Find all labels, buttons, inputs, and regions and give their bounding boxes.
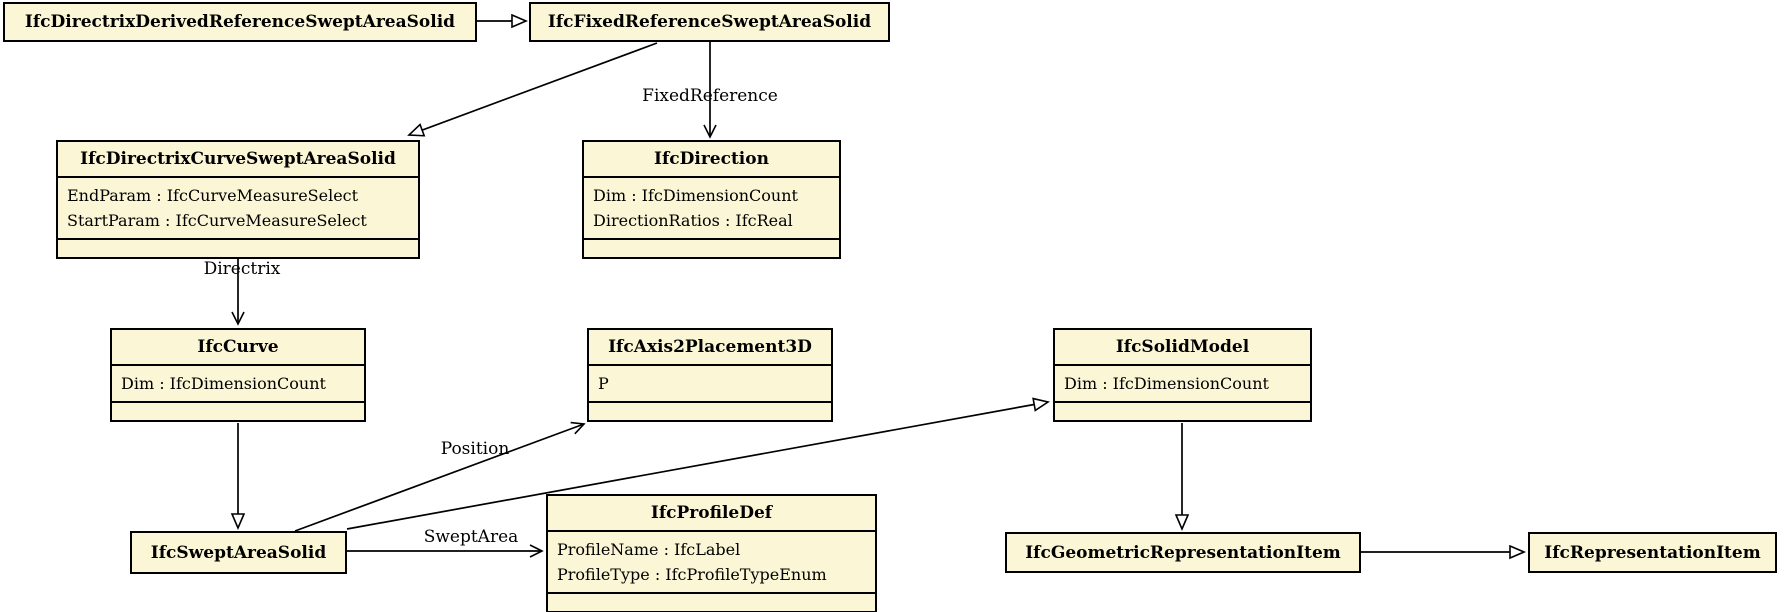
class-title: IfcAxis2Placement3D <box>608 337 812 357</box>
attribute: Dim : IfcDimensionCount <box>121 374 326 393</box>
class-title: IfcDirectrixCurveSweptAreaSolid <box>80 149 396 169</box>
class-box-ifcgeometricrepresentationitem[interactable]: IfcGeometricRepresentationItem <box>1005 532 1361 573</box>
class-title: IfcFixedReferenceSweptAreaSolid <box>547 12 872 32</box>
class-title: IfcDirectrixDerivedReferenceSweptAreaSol… <box>24 12 456 32</box>
edge-label-position: Position <box>440 439 510 459</box>
attributes-compartment: Dim : IfcDimensionCount <box>112 364 364 401</box>
operations-compartment-empty <box>58 238 418 257</box>
attributes-compartment: P <box>589 364 831 401</box>
class-title: IfcGeometricRepresentationItem <box>1025 542 1341 563</box>
class-box-ifcdirectrixderivedreferencesweptareasolid[interactable]: IfcDirectrixDerivedReferenceSweptAreaSol… <box>3 2 477 42</box>
class-title: IfcSolidModel <box>1115 337 1250 357</box>
attribute: P <box>598 374 609 393</box>
edge-inheritance-fixed-to-directrixcurve <box>409 42 658 135</box>
class-box-ifcdirection[interactable]: IfcDirection Dim : IfcDimensionCount Dir… <box>582 140 841 259</box>
operations-compartment-empty <box>1055 401 1310 420</box>
attribute: ProfileType : IfcProfileTypeEnum <box>557 565 827 584</box>
class-box-ifcaxis2placement3d[interactable]: IfcAxis2Placement3D P <box>587 328 833 422</box>
operations-compartment-empty <box>548 592 875 611</box>
class-box-ifccurve[interactable]: IfcCurve Dim : IfcDimensionCount <box>110 328 366 422</box>
edge-label-fixedreference: FixedReference <box>642 86 778 106</box>
operations-compartment-empty <box>589 401 831 420</box>
class-box-ifcprofiledef[interactable]: IfcProfileDef ProfileName : IfcLabel Pro… <box>546 494 877 612</box>
attribute: DirectionRatios : IfcReal <box>593 211 793 230</box>
class-box-ifcfixedreferencesweptareasolid[interactable]: IfcFixedReferenceSweptAreaSolid <box>529 2 890 42</box>
attributes-compartment: Dim : IfcDimensionCount DirectionRatios … <box>584 176 839 238</box>
class-title: IfcSweptAreaSolid <box>150 542 327 563</box>
attributes-compartment: Dim : IfcDimensionCount <box>1055 364 1310 401</box>
class-box-ifcrepresentationitem[interactable]: IfcRepresentationItem <box>1528 532 1777 573</box>
attribute: ProfileName : IfcLabel <box>557 540 741 559</box>
attributes-compartment: EndParam : IfcCurveMeasureSelect StartPa… <box>58 176 418 238</box>
class-box-ifcdirectrixcurvesweptareasolid[interactable]: IfcDirectrixCurveSweptAreaSolid EndParam… <box>56 140 420 259</box>
class-box-ifcsolidmodel[interactable]: IfcSolidModel Dim : IfcDimensionCount <box>1053 328 1312 422</box>
attribute: Dim : IfcDimensionCount <box>593 186 798 205</box>
edge-label-sweptarea: SweptArea <box>423 527 519 547</box>
attribute: StartParam : IfcCurveMeasureSelect <box>67 211 367 230</box>
edge-label-directrix: Directrix <box>203 259 281 279</box>
edge-association-position <box>294 421 586 532</box>
class-title: IfcProfileDef <box>650 503 773 523</box>
operations-compartment-empty <box>112 401 364 420</box>
attributes-compartment: ProfileName : IfcLabel ProfileType : Ifc… <box>548 530 875 592</box>
class-title: IfcDirection <box>654 149 769 169</box>
attribute: Dim : IfcDimensionCount <box>1064 374 1269 393</box>
class-box-ifcsweptareasolid[interactable]: IfcSweptAreaSolid <box>130 531 347 574</box>
class-title: IfcRepresentationItem <box>1544 542 1761 563</box>
operations-compartment-empty <box>584 238 839 257</box>
attribute: EndParam : IfcCurveMeasureSelect <box>67 186 359 205</box>
class-title: IfcCurve <box>197 337 279 357</box>
